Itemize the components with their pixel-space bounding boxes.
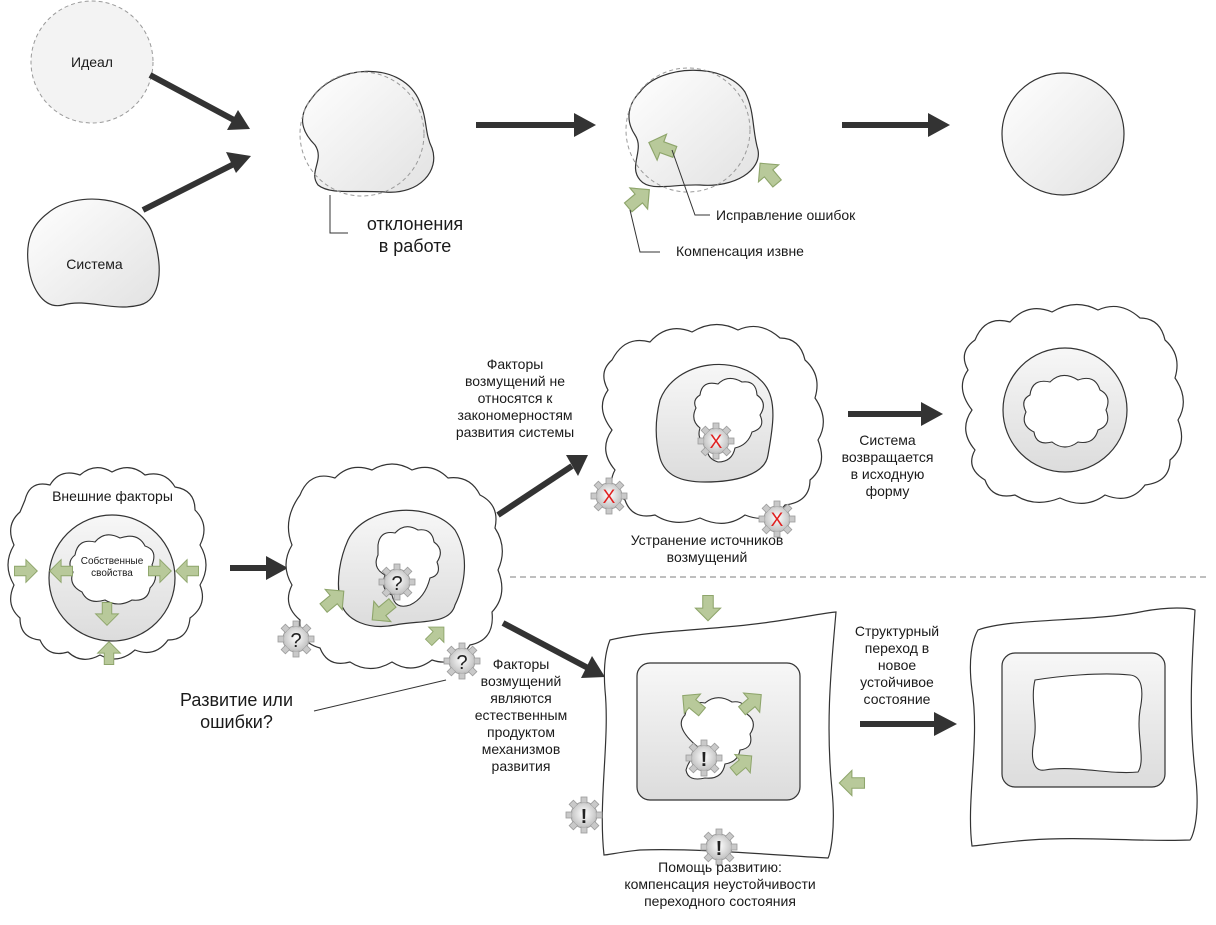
external-factors-cloud	[7, 467, 207, 660]
cross-mark: X	[603, 487, 616, 508]
deviations-leader	[329, 195, 348, 234]
developing-system-frame	[601, 611, 837, 859]
label-eliminate-sources: Устранение источников возмущений	[630, 532, 784, 566]
label-system: Система	[66, 256, 123, 272]
arrowhead	[566, 455, 588, 476]
label-error-correction: Исправление ошибок	[716, 207, 856, 223]
external-compensation-leader	[629, 209, 660, 253]
exclamation-mark: !	[701, 749, 708, 771]
label-help-development: Помощь развитию: компенсация неустойчиво…	[624, 859, 816, 910]
arrowhead	[934, 712, 957, 736]
green-arrow-icon	[694, 594, 722, 622]
arrowhead	[226, 152, 251, 173]
correcting-system-shape	[625, 67, 759, 193]
arrowhead	[921, 402, 943, 426]
label-factors-natural: Факторы возмущений являются естественным…	[474, 656, 568, 775]
exclamation-mark: !	[716, 838, 723, 860]
label-external-factors: Внешние факторы	[52, 488, 173, 504]
arrow-lower-branch	[501, 620, 590, 671]
deviated-system-shape	[299, 70, 435, 197]
label-deviations: отклонения в работе	[366, 214, 464, 256]
question-mark: ?	[391, 573, 402, 595]
label-ideal: Идеал	[71, 54, 113, 70]
arrowhead	[581, 656, 605, 678]
label-development-or-errors: Развитие или ошибки?	[179, 690, 293, 732]
label-factors-not-related: Факторы возмущений не относятся к законо…	[455, 356, 575, 441]
label-external-compensation: Компенсация извне	[676, 243, 804, 259]
system-blob	[27, 198, 160, 308]
ideal-circle	[30, 0, 154, 124]
new-stable-state-frame	[969, 607, 1198, 847]
question-mark: ?	[290, 630, 301, 652]
error-correction-leader	[671, 149, 710, 216]
cross-mark: X	[771, 510, 784, 531]
returned-system-cloud	[961, 303, 1184, 504]
label-structural-transition: Структурный переход в новое устойчивое с…	[854, 623, 940, 708]
arrow-upper-branch	[496, 463, 574, 518]
arrowhead	[928, 113, 950, 137]
arrowhead	[574, 113, 596, 137]
cross-mark: X	[710, 432, 723, 453]
exclamation-mark: !	[581, 806, 588, 828]
question-mark: ?	[456, 652, 467, 674]
restored-ideal-circle	[1001, 72, 1125, 196]
arrowhead	[227, 110, 250, 130]
arrow-ideal-to-merge	[148, 72, 236, 123]
label-system-returns: Система возвращается в исходную форму	[841, 432, 934, 500]
label-own-properties: Собственные свойства	[80, 556, 144, 580]
arrowhead	[266, 556, 288, 580]
arrow-system-to-merge	[141, 161, 236, 213]
development-or-errors-leader	[313, 679, 447, 712]
green-arrow-icon	[838, 769, 866, 797]
